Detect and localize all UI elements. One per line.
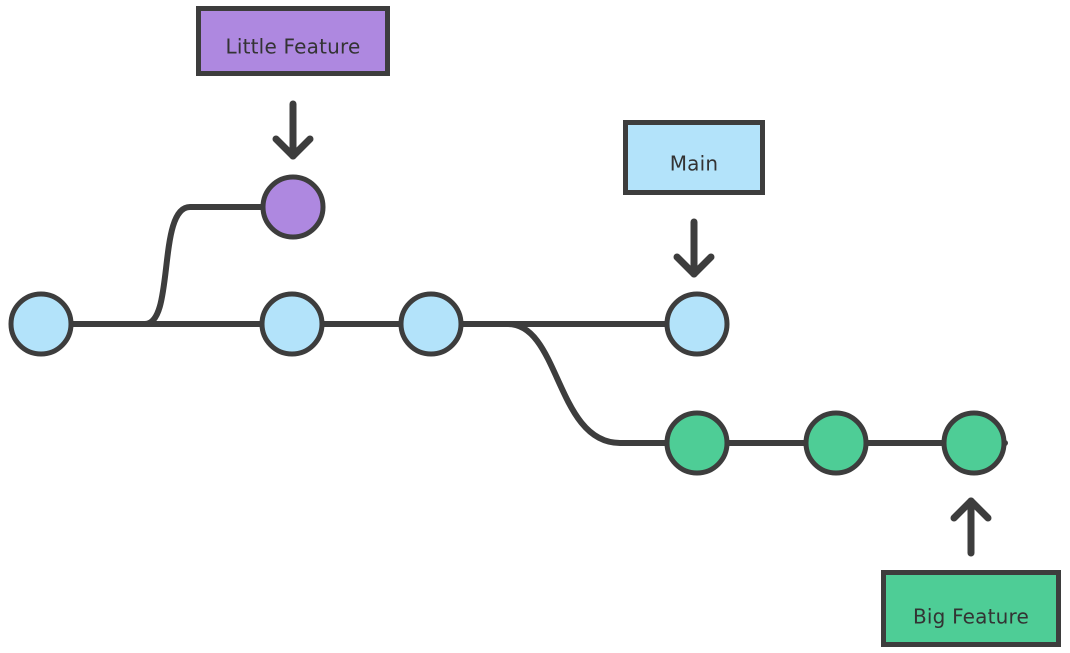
arrow-to-little-feature-icon [272, 100, 314, 160]
arrow-to-big-feature-icon [950, 497, 992, 557]
commit-node-commit-little-feature-1[interactable] [260, 174, 326, 240]
branch-label-box-big-feature [881, 570, 1061, 647]
edges-layer [38, 204, 1008, 446]
commit-node-commit-big-feature-3[interactable] [941, 410, 1007, 476]
branch-label-main[interactable]: Main [623, 120, 765, 195]
branch-label-text-little-feature: Little Feature [226, 35, 361, 59]
commit-node-commit-big-feature-2[interactable] [803, 410, 869, 476]
branch-label-box-little-feature [196, 6, 390, 76]
branch-label-text-main: Main [670, 152, 719, 176]
commit-node-commit-main-1[interactable] [8, 291, 74, 357]
arrows-layer [272, 100, 992, 557]
commit-node-commit-big-feature-1[interactable] [664, 410, 730, 476]
commit-node-commit-main-3[interactable] [398, 291, 464, 357]
branch-label-text-big-feature: Big Feature [913, 605, 1029, 629]
commit-node-commit-main-4[interactable] [664, 291, 730, 357]
nodes-layer [8, 174, 1007, 476]
commit-node-commit-main-2[interactable] [259, 291, 325, 357]
branch-label-big-feature[interactable]: Big Feature [881, 570, 1061, 647]
branch-label-box-main [623, 120, 765, 195]
edge-little-feature-branch [117, 204, 296, 327]
branch-label-little-feature[interactable]: Little Feature [196, 6, 390, 76]
arrow-to-main-icon [673, 218, 715, 278]
edge-big-feature-branch [505, 321, 700, 446]
